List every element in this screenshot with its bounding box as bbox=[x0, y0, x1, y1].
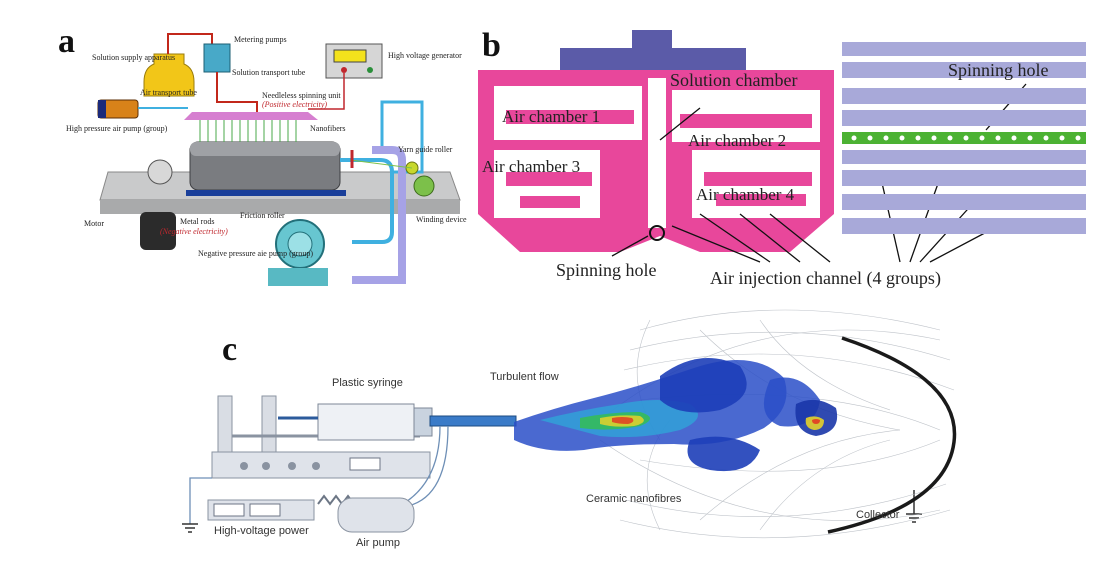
label-motor: Motor bbox=[84, 219, 104, 228]
label-metal-rods: Metal rods bbox=[180, 217, 214, 226]
hv-power-display bbox=[213, 503, 245, 517]
hp-air-pump-end bbox=[98, 100, 106, 118]
label-friction-roller: Friction roller bbox=[240, 211, 285, 220]
label-metering-pumps: Metering pumps bbox=[234, 35, 287, 44]
yarn-path bbox=[349, 159, 413, 169]
negative-pressure-pump-base bbox=[268, 268, 328, 286]
pump-base bbox=[211, 451, 431, 479]
collector-curve bbox=[827, 336, 957, 534]
panel-c-letter: c bbox=[222, 331, 237, 368]
negative-pressure-pump-hub bbox=[287, 231, 313, 257]
label-hp-air-pump: High pressure air pump (group) bbox=[66, 124, 168, 133]
label-plastic-syringe: Plastic syringe bbox=[332, 377, 403, 389]
metal-rods bbox=[186, 190, 346, 196]
label-solution-transport: Solution transport tube bbox=[232, 68, 306, 77]
nozzle-cap-top bbox=[632, 30, 672, 52]
pump-frame-mid bbox=[261, 395, 277, 457]
machine-base-front bbox=[100, 200, 460, 214]
friction-roller-highlight bbox=[190, 142, 340, 156]
label-air-chamber-4: Air chamber 4 bbox=[696, 185, 795, 204]
pump-frame-left bbox=[217, 395, 233, 457]
chamber-walls bbox=[506, 110, 812, 208]
panel-a-letter: a bbox=[58, 23, 75, 60]
nozzle-cap bbox=[560, 48, 746, 72]
label-spinning-hole-right: Spinning hole bbox=[948, 60, 1049, 80]
label-nanofibers: Nanofibers bbox=[310, 124, 346, 133]
nanofiber-strands bbox=[199, 120, 297, 142]
spinning-hole-dots bbox=[851, 135, 1081, 141]
label-hv-power: High-voltage power bbox=[214, 525, 309, 537]
needleless-spinning-unit bbox=[184, 112, 318, 120]
panel-c: c bbox=[182, 309, 957, 549]
label-solution-chamber: Solution chamber bbox=[670, 70, 797, 90]
hv-power-display-2 bbox=[249, 503, 281, 517]
label-turbulent-flow: Turbulent flow bbox=[490, 371, 559, 383]
hv-generator-display bbox=[333, 49, 367, 63]
needle-tube bbox=[429, 415, 517, 427]
label-negative: (Negative electricity) bbox=[160, 227, 228, 236]
spinning-hole-bottom bbox=[649, 225, 665, 241]
hv-terminal-positive bbox=[341, 67, 347, 73]
winding-device bbox=[413, 175, 435, 197]
syringe-head bbox=[413, 407, 433, 437]
label-spinning-hole-bottom: Spinning hole bbox=[556, 260, 657, 280]
solution-line bbox=[167, 33, 213, 54]
motor bbox=[140, 212, 176, 250]
panel-b-letter: b bbox=[482, 27, 501, 64]
hv-positive-wire bbox=[308, 73, 345, 110]
label-air-pump: Air pump bbox=[356, 537, 400, 549]
label-air-chamber-2: Air chamber 2 bbox=[688, 131, 786, 150]
metering-pump bbox=[203, 43, 231, 73]
solution-chamber bbox=[648, 78, 666, 228]
motor-pulley bbox=[147, 159, 173, 185]
solution-supply-bottle bbox=[143, 53, 195, 97]
metering-line bbox=[216, 72, 258, 112]
label-collector: Collector bbox=[856, 509, 900, 521]
label-air-chamber-1: Air chamber 1 bbox=[502, 107, 600, 126]
label-neg-pressure-pump: Negative pressure aie pump (group) bbox=[198, 249, 313, 258]
air-duct-purple bbox=[352, 146, 406, 284]
coil-connector bbox=[317, 494, 355, 506]
pump-display bbox=[349, 457, 381, 471]
label-hv-generator: High voltage generator bbox=[388, 51, 462, 60]
air-duct-blue bbox=[340, 158, 394, 244]
hv-terminal-negative bbox=[367, 67, 373, 73]
label-needleless-unit: Needleless spinning unit bbox=[262, 91, 341, 100]
label-air-chamber-3: Air chamber 3 bbox=[482, 157, 580, 176]
ground-symbol-left bbox=[182, 523, 198, 533]
panel-b: b bbox=[478, 27, 1086, 289]
label-winding: Winding device bbox=[416, 215, 467, 224]
label-ceramic-nanofibres: Ceramic nanofibres bbox=[586, 493, 682, 505]
label-positive: (Positive electricity) bbox=[262, 100, 327, 109]
label-air-transport: Air transport tube bbox=[140, 88, 197, 97]
label-yarn-guide: Yarn guide roller bbox=[398, 145, 453, 154]
turbulent-jet bbox=[514, 358, 838, 472]
channel-stripes bbox=[842, 42, 1086, 234]
label-solution-supply: Solution supply apparatus bbox=[92, 53, 175, 62]
label-air-injection: Air injection channel (4 groups) bbox=[710, 268, 941, 289]
plastic-syringe bbox=[317, 403, 415, 441]
pump-knobs bbox=[240, 462, 320, 470]
panel-a: a bbox=[58, 23, 467, 286]
air-pump-body bbox=[337, 497, 415, 533]
